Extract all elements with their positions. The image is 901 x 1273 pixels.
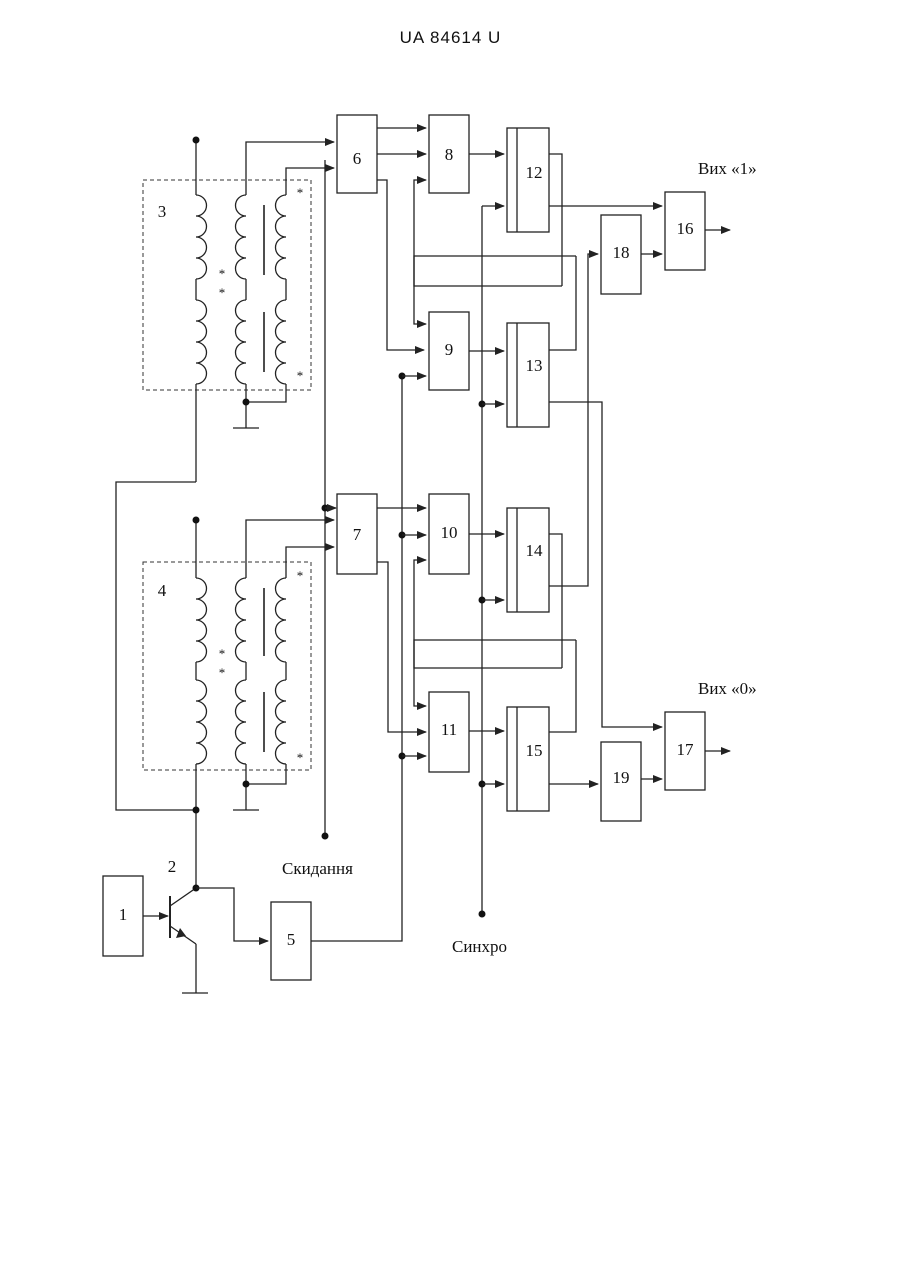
svg-text:5: 5 [287, 930, 296, 949]
svg-text:18: 18 [613, 243, 630, 262]
svg-text:19: 19 [613, 768, 630, 787]
transformer-3-primary-coil [196, 195, 207, 384]
label-2: 2 [168, 857, 177, 876]
output-0-label: Вих «0» [698, 679, 757, 698]
reset-label: Скидання [282, 859, 353, 878]
svg-text:9: 9 [445, 340, 454, 359]
svg-text:13: 13 [526, 356, 543, 375]
label-3: 3 [158, 202, 167, 221]
block-14: 14 [507, 508, 549, 612]
block-12: 12 [507, 128, 549, 232]
svg-text:10: 10 [441, 523, 458, 542]
transformer-4-primary-coil [196, 578, 207, 764]
block-15: 15 [507, 707, 549, 811]
svg-text:*: * [219, 646, 226, 661]
sync-label: Синхро [452, 937, 507, 956]
svg-text:1: 1 [119, 905, 128, 924]
svg-text:*: * [297, 568, 304, 583]
svg-text:16: 16 [677, 219, 694, 238]
svg-text:7: 7 [353, 525, 362, 544]
svg-text:12: 12 [526, 163, 543, 182]
svg-text:*: * [297, 185, 304, 200]
label-4: 4 [158, 581, 167, 600]
svg-text:11: 11 [441, 720, 457, 739]
svg-text:*: * [219, 665, 226, 680]
svg-text:*: * [219, 285, 226, 300]
output-1-label: Вих «1» [698, 159, 757, 178]
svg-text:*: * [297, 750, 304, 765]
svg-text:*: * [219, 266, 226, 281]
block-13: 13 [507, 323, 549, 427]
svg-text:14: 14 [526, 541, 544, 560]
transformer-3: * * * * 3 [143, 140, 334, 482]
svg-text:8: 8 [445, 145, 454, 164]
transformer-3-secondary-coil-b [276, 195, 287, 384]
svg-text:15: 15 [526, 741, 543, 760]
transistor-2: 2 [168, 857, 208, 993]
svg-text:17: 17 [677, 740, 695, 759]
svg-text:*: * [297, 368, 304, 383]
transformer-4-secondary-coil-a [236, 578, 247, 764]
transformer-4-secondary-coil-b [276, 578, 287, 764]
svg-text:6: 6 [353, 149, 362, 168]
transformer-4: * * * * 4 [143, 520, 334, 888]
transformer-3-secondary-coil-a [236, 195, 247, 384]
